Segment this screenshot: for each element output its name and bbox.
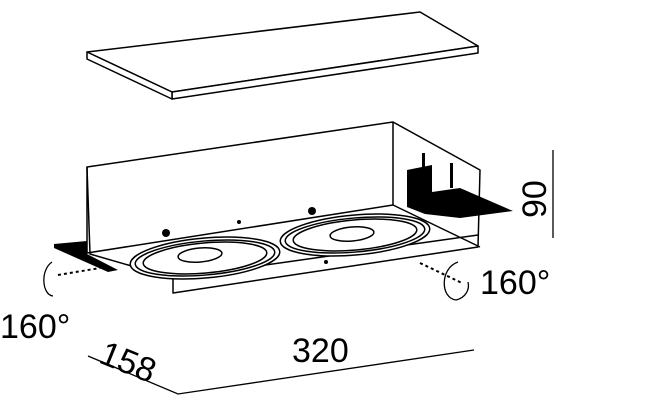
height-dimension: 90	[516, 180, 554, 218]
length-dimension: 320	[292, 332, 349, 370]
spring-clip-right	[407, 165, 513, 218]
tilt-right-label: 160°	[480, 264, 551, 302]
cover-panel	[86, 11, 479, 100]
lamp-left	[129, 236, 281, 280]
tilt-left-label: 160°	[0, 308, 71, 346]
lamp-right	[279, 213, 431, 257]
spring-clip-left	[54, 241, 118, 272]
